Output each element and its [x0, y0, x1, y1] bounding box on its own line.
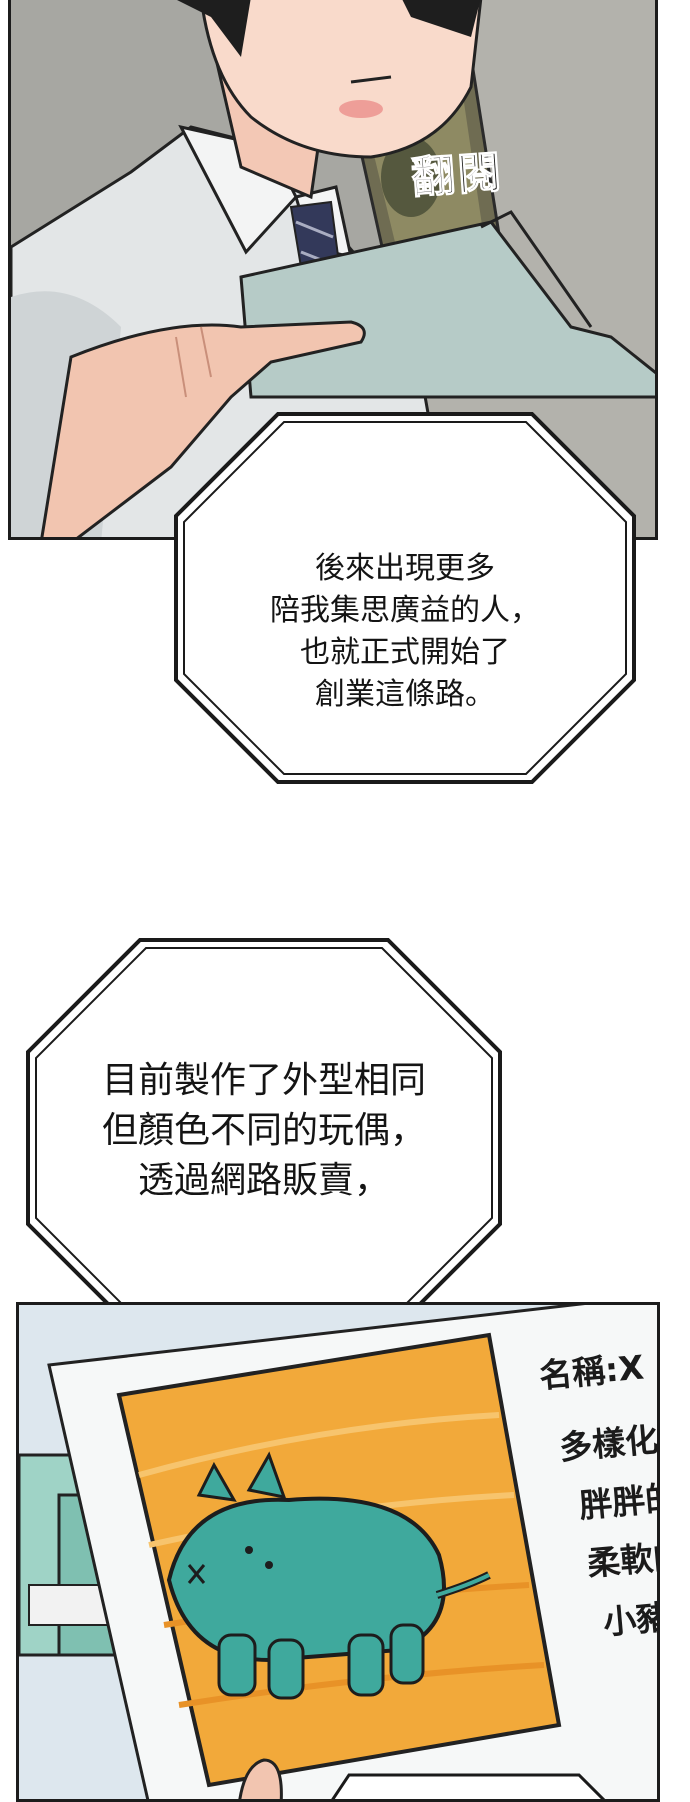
caption-text-2: 目前製作了外型相同 但顏色不同的玩偶， 透過網路販賣，	[22, 1056, 506, 1206]
caption-text-1: 後來出現更多 陪我集思廣益的人， 也就正式開始了 創業這條路。	[170, 548, 640, 716]
card-line: 小豬	[601, 1597, 660, 1642]
card-line: 胖胖的	[577, 1477, 660, 1526]
sound-effect-text: 翻閱	[409, 146, 505, 205]
caption-bubble-1: 後來出現更多 陪我集思廣益的人， 也就正式開始了 創業這條路。	[170, 408, 640, 788]
caption-line: 後來出現更多	[315, 551, 495, 586]
caption-line: 但顏色不同的玩偶，	[101, 1110, 426, 1151]
caption-line: 創業這條路。	[315, 677, 495, 712]
caption-line: 目前製作了外型相同	[101, 1060, 426, 1101]
comic-panel-top: 翻閱	[8, 0, 658, 540]
card-line: 多樣化	[557, 1419, 660, 1468]
panel-top-illustration	[11, 0, 655, 537]
panel-bottom-illustration	[19, 1305, 657, 1799]
octagon-bubble-shape	[174, 412, 636, 784]
card-name-label: 名稱:X	[537, 1347, 646, 1396]
caption-line: 透過網路販賣，	[137, 1160, 390, 1201]
caption-line: 陪我集思廣益的人，	[270, 593, 540, 628]
comic-panel-bottom: 名稱:X 多樣化 胖胖的 柔軟的 小豬	[16, 1302, 660, 1802]
caption-bubble-2: 目前製作了外型相同 但顏色不同的玩偶， 透過網路販賣，	[22, 934, 506, 1342]
toy-pig	[166, 1451, 491, 1700]
caption-line: 也就正式開始了	[300, 635, 510, 670]
card-line: 柔軟的	[585, 1535, 660, 1584]
